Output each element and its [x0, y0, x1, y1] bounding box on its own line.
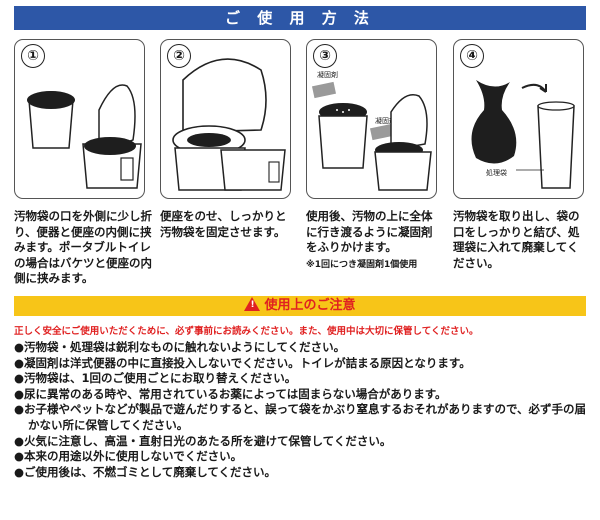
coagulant-label-a: 凝固剤 — [317, 71, 338, 79]
step-3-note: ※1回につき凝固剤1個使用 — [306, 259, 418, 270]
caution-item: ●ご使用後は、不燃ゴミとして廃棄してください。 — [14, 464, 276, 479]
caution-list: ●汚物袋・処理袋は鋭利なものに触れないようにしてください。 ●凝固剤は洋式便器の… — [14, 340, 594, 480]
caution-intro: 正しく安全にご使用いただくために、必ず事前にお読みください。また、使用中は大切に… — [14, 326, 479, 337]
caution-item: ●本来の用途以外に使用しないでください。 — [14, 449, 243, 464]
caution-title: 使用上のご注意 — [264, 298, 356, 313]
coagulant-label-b: 凝固剤 — [375, 117, 396, 125]
caution-item: ●火気に注意し、高温・直射日光のあたる所を避けて保管してください。 — [14, 433, 392, 448]
step-1-text: 汚物袋の口を外側に少し折り、便器と便座の内側に挟みます。ポータブルトイレの場合は… — [14, 209, 152, 285]
step-4-illustration: ④ 処理袋 — [453, 39, 584, 199]
step-3-illustration: ③ 凝固剤 凝固剤 — [306, 39, 437, 199]
disposal-bag-label: 処理袋 — [486, 169, 507, 177]
caution-header: !使用上のご注意 — [14, 296, 586, 316]
step-1-illustration: ① — [14, 39, 145, 199]
portable-toilet-icon — [172, 58, 286, 191]
step-3-text: 使用後、汚物の上に全体に行き渡るように凝固剤をふりかけます。 ※1回につき凝固剤… — [306, 209, 442, 273]
step-2-text: 便座をのせ、しっかりと汚物袋を固定させます。 — [160, 209, 287, 239]
toilet-bag-icon — [27, 84, 142, 189]
step-3-number: ③ — [313, 44, 337, 68]
caution-item: ●尿に異常のある時や、常用されているお薬によっては固まらない場合があります。 — [14, 386, 447, 401]
step-2-illustration: ② — [160, 39, 291, 199]
step-2-number: ② — [167, 44, 191, 68]
step-4-number: ④ — [460, 44, 484, 68]
caution-item: ●汚物袋・処理袋は鋭利なものに触れないようにしてください。 — [14, 340, 346, 354]
step-1-number: ① — [21, 44, 45, 68]
caution-item: ●お子様やペットなどが製品で遊んだりすると、誤って袋をかぶり窒息するおそれがあり… — [14, 402, 587, 432]
coagulant-sprinkle-icon — [311, 81, 432, 191]
step-4-text: 汚物袋を取り出し、袋の口をしっかりと結び、処理袋に入れて廃棄してください。 — [453, 209, 580, 270]
caution-item: ●凝固剤は洋式便器の中に直接投入しないでください。トイレが詰まる原因となります。 — [14, 355, 471, 370]
warning-triangle-icon: ! — [244, 297, 261, 311]
usage-title: ご 使 用 方 法 — [14, 6, 586, 30]
disposal-bag-icon — [471, 80, 575, 189]
caution-item: ●汚物袋は、1回のご使用ごとにお取り替えください。 — [14, 371, 297, 386]
